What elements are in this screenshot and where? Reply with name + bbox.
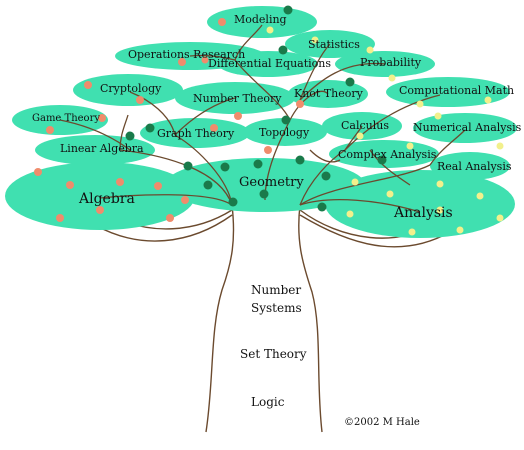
label-linear-algebra: Linear Algebra [60, 142, 144, 155]
fruits-green [125, 5, 387, 212]
label-complex-analysis: Complex Analysis [338, 148, 437, 161]
label-computational-math: Computational Math [399, 84, 515, 97]
label-algebra: Algebra [79, 191, 135, 207]
label-modeling: Modeling [234, 13, 287, 26]
label-real-analysis: Real Analysis [437, 160, 512, 173]
copyright-text: ©2002 M Hale [344, 417, 420, 428]
label-geometry: Geometry [239, 175, 304, 190]
label-operations-research: Operations Research [128, 48, 246, 61]
label-logic: Logic [251, 395, 285, 409]
fruits-yellow [266, 26, 504, 236]
label-analysis: Analysis [394, 205, 453, 221]
fruits-orange [34, 18, 304, 222]
label-probability: Probability [360, 56, 422, 69]
label-differential-equations: Differential Equations [208, 57, 332, 70]
label-graph-theory: Graph Theory [157, 127, 235, 140]
tree-trunk [94, 204, 451, 433]
label-numerical-analysis: Numerical Analysis [413, 121, 522, 134]
label-number-systems-line1: Number [251, 283, 302, 297]
label-set-theory: Set Theory [240, 347, 307, 361]
label-number-systems-line2: Systems [251, 301, 302, 315]
branches [59, 24, 466, 213]
label-calculus: Calculus [341, 119, 389, 132]
label-knot-theory: Knot Theory [294, 87, 363, 100]
label-statistics: Statistics [308, 38, 360, 51]
label-cryptology: Cryptology [100, 82, 162, 95]
label-game-theory: Game Theory [32, 113, 101, 124]
label-topology: Topology [259, 126, 310, 139]
label-number-theory: Number Theory [193, 92, 282, 105]
